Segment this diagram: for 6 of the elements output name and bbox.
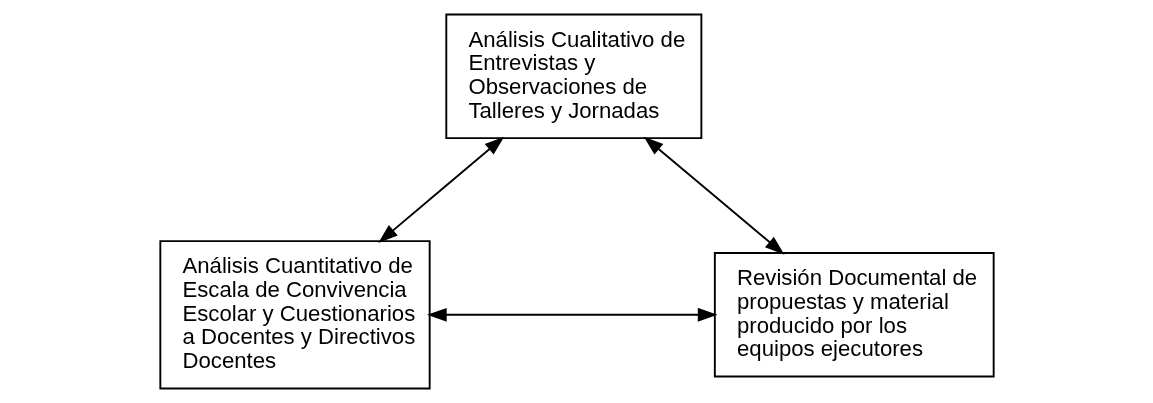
node-box: Análisis Cualitativo de Entrevistas y Observaciones de Talleres y Jornadas — [444, 13, 702, 140]
arrow — [426, 307, 717, 322]
node-box: Análisis Cuantitativo de Escala de Convivencia Escolar y Cuestionarios a Docentes y Directivos Docentes — [158, 240, 431, 390]
node-box: Revisión Documental de propuestas y material producido por los equipos ejecutores — [713, 252, 995, 378]
arrow — [643, 136, 784, 255]
arrow — [377, 136, 504, 243]
